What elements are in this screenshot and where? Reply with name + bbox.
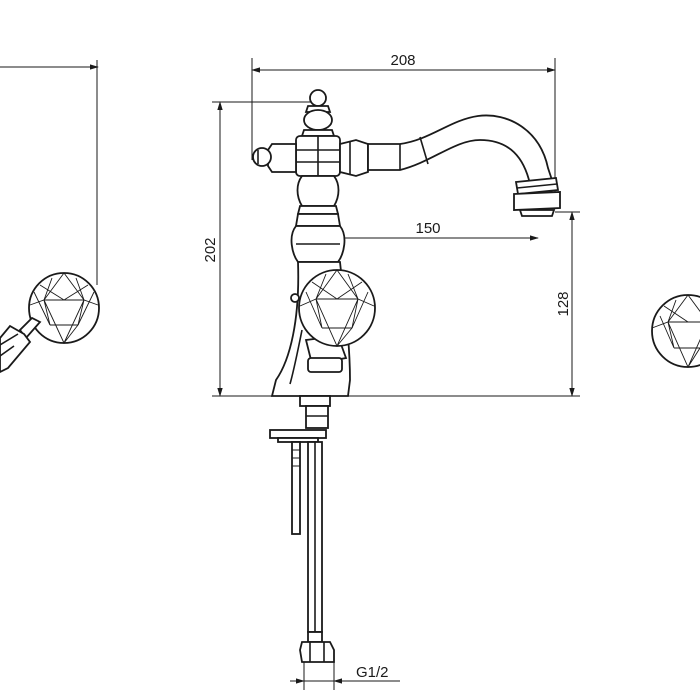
dim-overall-height: 202 xyxy=(202,237,219,262)
left-side-view xyxy=(0,60,100,374)
dim-overall-length: 208 xyxy=(390,52,415,69)
mixer-head xyxy=(252,135,369,177)
under-deck-assembly xyxy=(269,395,335,663)
dimension-lines: 208 202 150 128 G1/2 xyxy=(202,52,580,690)
left-crystal-knob xyxy=(28,272,100,345)
column xyxy=(290,175,346,263)
right-side-view xyxy=(651,294,700,369)
dim-spout-height: 128 xyxy=(555,291,572,316)
crystal-lever-handle xyxy=(298,269,376,373)
dim-spout-reach: 150 xyxy=(415,220,440,237)
right-crystal-knob xyxy=(651,294,700,369)
left-handle-stem xyxy=(0,316,42,374)
top-finial xyxy=(300,89,336,137)
dim-thread-size: G1/2 xyxy=(356,664,389,681)
faucet-main-view xyxy=(252,89,561,663)
spout xyxy=(367,114,561,217)
